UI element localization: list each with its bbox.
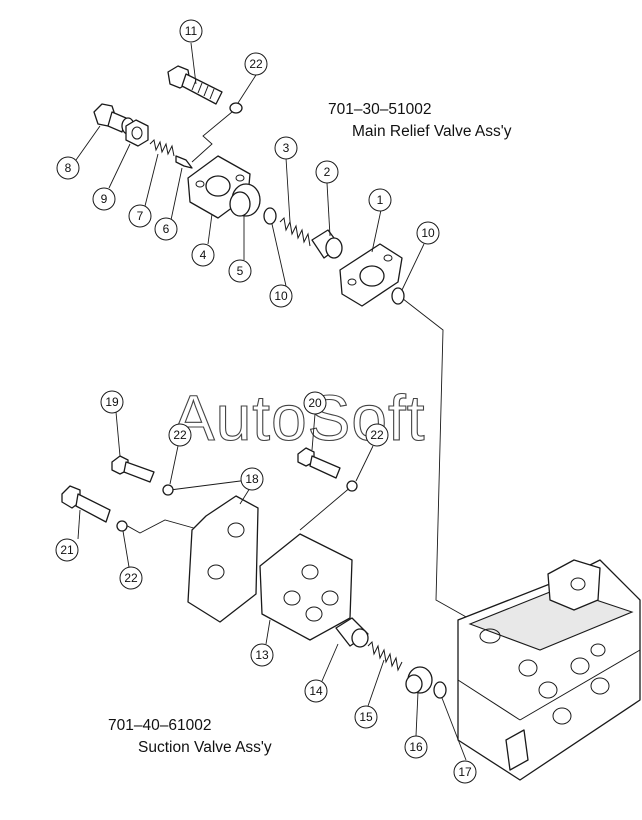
svg-text:22: 22 [249, 57, 263, 71]
bolt-part-21 [61, 485, 111, 523]
callout-8: 8 [56, 156, 80, 180]
svg-text:1: 1 [377, 193, 384, 207]
valve-block-part-13 [259, 533, 353, 641]
svg-text:19: 19 [105, 395, 119, 409]
spring-part-15 [367, 640, 403, 672]
callout-7: 7 [128, 204, 152, 228]
o-ring-part-17 [433, 681, 447, 699]
control-valve-housing [457, 559, 641, 781]
assembly-part-number: 701–30–51002 [328, 101, 431, 118]
sleeve-part-5 [229, 183, 261, 217]
sleeve-part-14 [335, 617, 369, 648]
svg-text:20: 20 [308, 396, 322, 410]
callout-4: 4 [191, 243, 215, 267]
svg-text:7: 7 [137, 209, 144, 223]
bolt-part-11 [167, 65, 223, 105]
callout-14: 14 [304, 679, 328, 703]
svg-text:18: 18 [245, 472, 259, 486]
callout-5: 5 [228, 259, 252, 283]
callout-22: 22 [168, 423, 192, 447]
svg-text:15: 15 [359, 710, 373, 724]
leader-lines [123, 111, 469, 619]
callout-22: 22 [119, 566, 143, 590]
callout-leaders [75, 42, 467, 761]
watermark: AutoSoft [172, 382, 426, 454]
assembly-name: Suction Valve Ass'y [138, 739, 272, 756]
svg-text:11: 11 [185, 24, 198, 38]
main-relief-valve-label: 701–30–51002 Main Relief Valve Ass'y [328, 101, 512, 140]
svg-text:8: 8 [65, 161, 72, 175]
cover-part-18 [187, 495, 259, 623]
svg-text:22: 22 [173, 428, 187, 442]
svg-text:6: 6 [163, 222, 170, 236]
washer-part-22d [116, 520, 128, 532]
bolt-part-19 [111, 455, 155, 483]
spring-part-7 [149, 138, 175, 157]
callout-11: 11 [179, 19, 203, 43]
callout-1: 1 [368, 188, 392, 212]
piston-part-2 [311, 229, 343, 259]
callout-2: 2 [315, 160, 339, 184]
suction-valve-label: 701–40–61002 Suction Valve Ass'y [108, 717, 272, 756]
nut-part-9 [125, 119, 149, 147]
plug-part-8 [93, 103, 135, 135]
callout-9: 9 [92, 187, 116, 211]
spring-part-3 [279, 216, 311, 247]
callout-21: 21 [55, 538, 79, 562]
svg-text:5: 5 [237, 264, 244, 278]
callout-16: 16 [404, 735, 428, 759]
svg-text:17: 17 [458, 765, 472, 779]
callout-22: 22 [244, 52, 268, 76]
cap-part-16 [405, 666, 433, 694]
callout-13: 13 [250, 643, 274, 667]
svg-text:13: 13 [255, 648, 269, 662]
svg-text:4: 4 [200, 248, 207, 262]
washer-part-22b [162, 484, 174, 496]
assembly-name: Main Relief Valve Ass'y [352, 123, 512, 140]
svg-text:21: 21 [60, 543, 74, 557]
svg-text:16: 16 [409, 740, 423, 754]
callout-17: 17 [453, 760, 477, 784]
callout-6: 6 [154, 217, 178, 241]
svg-text:22: 22 [370, 428, 384, 442]
callout-3: 3 [274, 136, 298, 160]
callout-22: 22 [365, 423, 389, 447]
callout-10: 10 [416, 221, 440, 245]
assembly-part-number: 701–40–61002 [108, 717, 211, 734]
callout-10: 10 [269, 284, 293, 308]
callout-18: 18 [240, 467, 264, 491]
bolt-part-20 [297, 447, 341, 479]
svg-text:10: 10 [421, 226, 435, 240]
o-ring-part-10b [391, 287, 405, 305]
washer-part-22c [346, 480, 358, 492]
callout-15: 15 [354, 705, 378, 729]
svg-text:2: 2 [324, 165, 331, 179]
washer-part-22a [229, 102, 243, 114]
svg-text:10: 10 [274, 289, 288, 303]
svg-text:14: 14 [309, 684, 323, 698]
svg-text:3: 3 [283, 141, 290, 155]
callout-19: 19 [100, 390, 124, 414]
o-ring-part-10a [263, 207, 277, 225]
poppet-part-6 [175, 155, 193, 169]
callout-20: 20 [303, 391, 327, 415]
svg-text:22: 22 [124, 571, 138, 585]
valve-body-part-1 [339, 243, 403, 307]
svg-text:9: 9 [101, 192, 108, 206]
